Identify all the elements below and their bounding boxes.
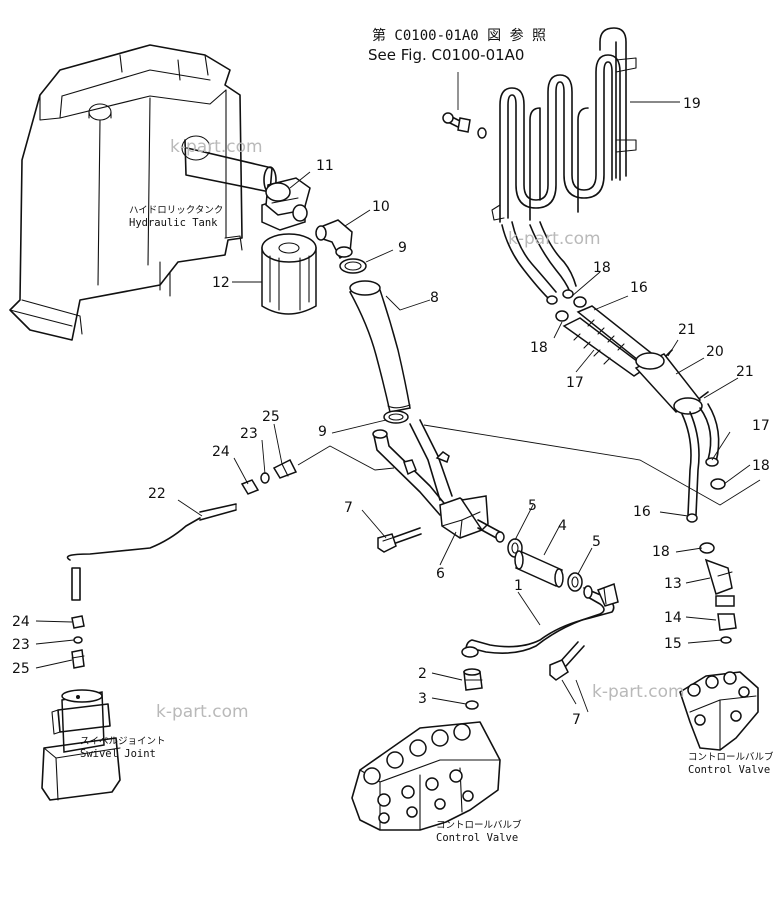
o-ring-3 <box>465 700 479 710</box>
watermark-4: k-part.com <box>592 682 685 702</box>
part-number-13: 13 <box>664 576 682 592</box>
swivel-joint-label-jp: スイベルジョイント <box>80 736 166 747</box>
part-number-16-lower: 16 <box>633 504 651 520</box>
swivel-fittings <box>71 615 85 669</box>
bolt-7-left <box>377 527 422 553</box>
hydraulic-tank: ハイドロリックタンク Hydraulic Tank <box>9 44 277 341</box>
clamps-18-top <box>546 289 587 322</box>
part-number-23-lower: 23 <box>12 637 30 653</box>
part-number-23-upper: 23 <box>240 426 258 442</box>
part-number-17-upper: 17 <box>566 375 584 391</box>
cover-20 <box>634 349 709 415</box>
part-number-11: 11 <box>316 158 334 174</box>
part-number-19: 19 <box>683 96 701 112</box>
part-number-18-a: 18 <box>593 260 611 276</box>
elbow-10 <box>315 219 353 260</box>
control-valve-right-label-en: Control Valve <box>688 764 770 776</box>
bolt-ref <box>442 72 487 139</box>
watermarks: k-part.com k-part.com k-part.com k-part.… <box>156 137 685 722</box>
filter-cartridge <box>261 233 317 315</box>
part-number-21-lower: 21 <box>736 364 754 380</box>
part-number-2: 2 <box>418 666 427 682</box>
watermark-1: k-part.com <box>170 137 263 157</box>
part-number-18-b: 18 <box>530 340 548 356</box>
clamp-9-lower <box>383 410 409 424</box>
tube-1 <box>461 582 619 658</box>
part-number-9-upper: 9 <box>398 240 407 256</box>
part-number-17-lower: 17 <box>752 418 770 434</box>
part-number-5-right: 5 <box>592 534 601 550</box>
part-number-25-upper: 25 <box>262 409 280 425</box>
filter-head <box>261 177 311 231</box>
hose-4 <box>514 550 564 588</box>
part-number-18-c: 18 <box>752 458 770 474</box>
fittings-right <box>699 542 737 644</box>
part-number-25-lower: 25 <box>12 661 30 677</box>
control-valve-left: コントロールバルブ Control Valve <box>351 721 522 844</box>
hose-8 <box>348 280 411 413</box>
leader-lines <box>35 101 751 713</box>
part-number-10: 10 <box>372 199 390 215</box>
part-number-24-upper: 24 <box>212 444 230 460</box>
part-number-20: 20 <box>706 344 724 360</box>
leader-block-right <box>423 424 761 506</box>
part-number-4: 4 <box>558 518 567 534</box>
hoses-16-17 <box>562 305 662 377</box>
bolt-7-right <box>549 641 585 681</box>
part-number-6: 6 <box>436 566 445 582</box>
part-number-16-upper: 16 <box>630 280 648 296</box>
part-number-24-lower: 24 <box>12 614 30 630</box>
tubes-lower <box>681 403 726 523</box>
hose-22 <box>66 503 237 601</box>
reference-jp: 第 C0100-01A0 図 参 照 <box>372 27 546 44</box>
leader-22-block <box>297 445 395 471</box>
hydraulic-tank-label-en: Hydraulic Tank <box>129 217 218 229</box>
swivel-joint: スイベルジョイント Swivel Joint <box>41 689 166 801</box>
part-number-18-d: 18 <box>652 544 670 560</box>
part-number-7-left: 7 <box>344 500 353 516</box>
control-valve-left-label-en: Control Valve <box>436 832 518 844</box>
reference-en: See Fig. C0100-01A0 <box>368 46 524 64</box>
hose-22-fittings <box>240 458 298 495</box>
part-number-9-lower: 9 <box>318 424 327 440</box>
block-6 <box>372 419 505 543</box>
part-number-7-right: 7 <box>572 712 581 728</box>
part-number-5-left: 5 <box>528 498 537 514</box>
part-number-labels: 11 10 9 8 12 9 7 6 5 4 5 1 2 3 7 19 18 1… <box>12 96 770 728</box>
part-number-12: 12 <box>212 275 230 291</box>
control-valve-right: コントロールバルブ Control Valve <box>679 671 773 776</box>
part-number-22: 22 <box>148 486 166 502</box>
hydraulic-tank-label-jp: ハイドロリックタンク <box>129 205 223 216</box>
swivel-joint-label-en: Swivel Joint <box>80 748 156 760</box>
watermark-3: k-part.com <box>156 702 249 722</box>
fitting-2 <box>463 668 483 691</box>
control-valve-right-label-jp: コントロールバルブ <box>688 751 773 763</box>
watermark-2: k-part.com <box>508 229 601 249</box>
part-number-1: 1 <box>514 578 523 594</box>
part-number-3: 3 <box>418 691 427 707</box>
part-number-15: 15 <box>664 636 682 652</box>
part-number-14: 14 <box>664 610 682 626</box>
clamp-9-upper <box>339 258 367 274</box>
oil-cooler-19 <box>491 27 637 299</box>
part-number-21-upper: 21 <box>678 322 696 338</box>
part-number-8: 8 <box>430 290 439 306</box>
clamp-5-right <box>567 572 583 592</box>
control-valve-left-label-jp: コントロールバルブ <box>436 819 522 831</box>
